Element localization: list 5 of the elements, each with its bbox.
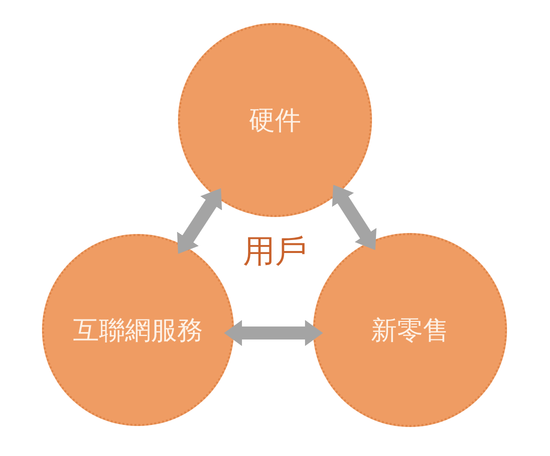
node-label: 新零售 — [371, 314, 449, 346]
center-label: 用戶 — [243, 235, 307, 267]
double-arrow — [224, 320, 324, 346]
node-label: 互聯網服務 — [73, 314, 203, 346]
node-label: 硬件 — [249, 104, 301, 136]
